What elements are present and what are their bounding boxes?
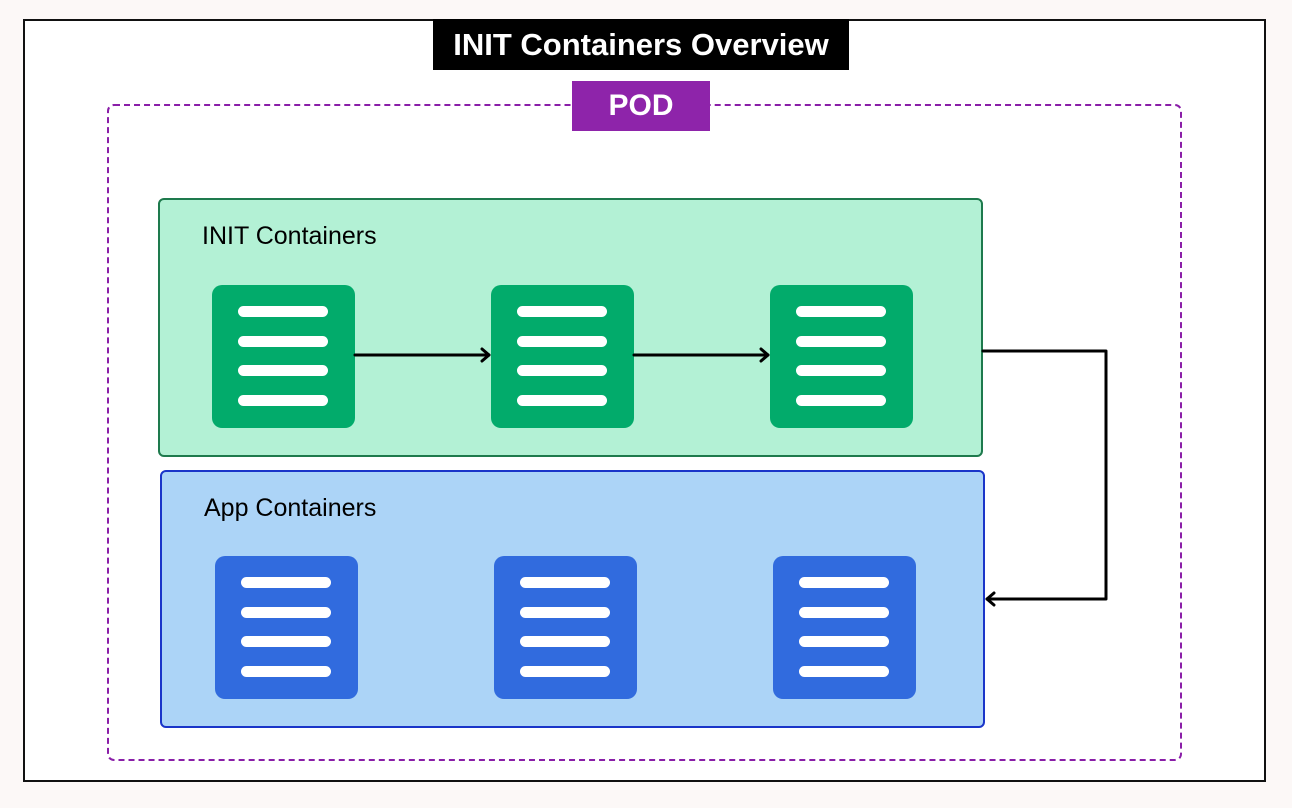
app-container-2 <box>494 556 637 699</box>
app-containers-group: App Containers <box>160 470 985 728</box>
init-container-2 <box>491 285 634 428</box>
app-container-3 <box>773 556 916 699</box>
app-container-1 <box>215 556 358 699</box>
diagram-title: INIT Containers Overview <box>433 19 849 70</box>
init-container-1 <box>212 285 355 428</box>
app-containers-label: App Containers <box>204 494 377 522</box>
pod-label: POD <box>572 81 710 131</box>
init-containers-group: INIT Containers <box>158 198 983 457</box>
init-container-3 <box>770 285 913 428</box>
init-containers-label: INIT Containers <box>202 222 377 250</box>
